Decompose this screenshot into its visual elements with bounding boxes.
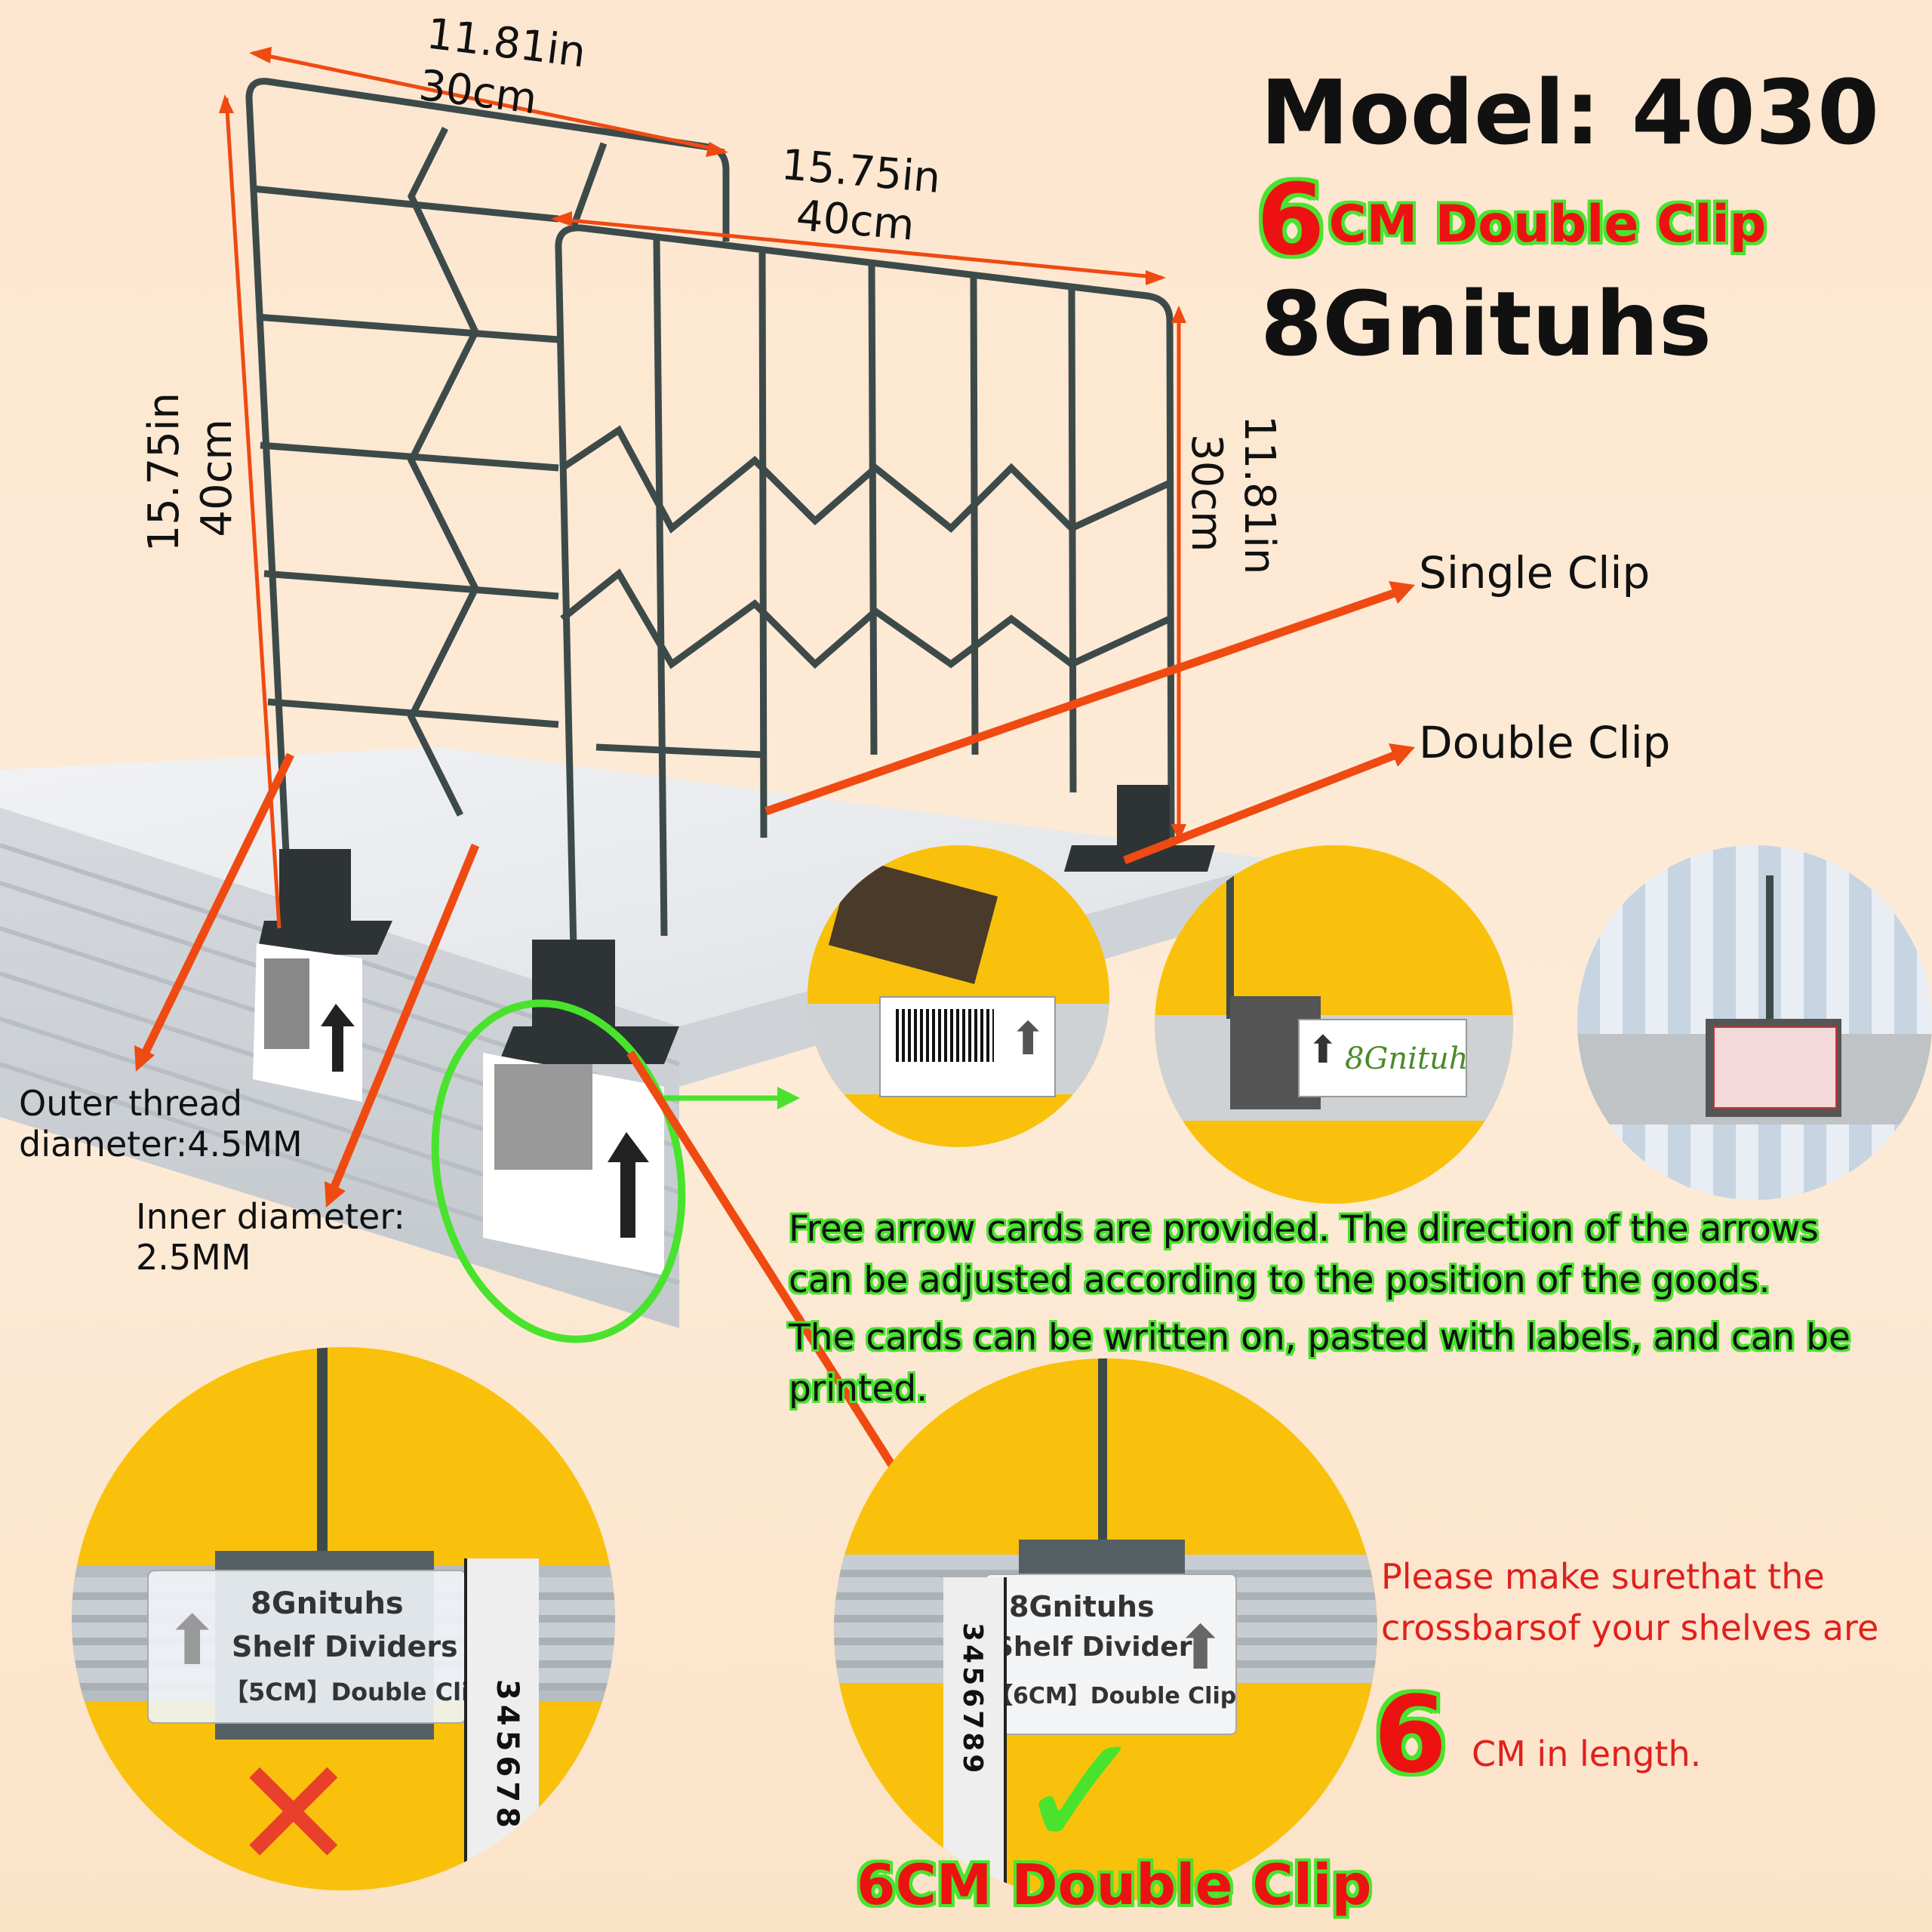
tape-measure: 3456789 <box>943 1577 1007 1902</box>
left-height-cm: 40cm <box>192 419 242 537</box>
left-height-in: 15.75in <box>140 392 189 552</box>
arrow-up-icon: ⬆ <box>1009 1013 1048 1066</box>
clip-text: CM Double Clip <box>1328 195 1767 254</box>
checkmark-icon: ✓ <box>1015 1700 1148 1884</box>
wrong-cross-icon: ✕ <box>230 1727 357 1890</box>
inner-diameter-note: Inner diameter: 2.5MM <box>136 1196 405 1278</box>
wrong-card: ⬆ 8Gnituhs Shelf Dividers 【5CM】Double Cl… <box>147 1570 487 1724</box>
length-warning: Please make surethat the crossbarsof you… <box>1381 1556 1879 1648</box>
arrow-cards <box>253 943 664 1275</box>
right-height-cm: 30cm <box>1182 434 1231 552</box>
single-clip-label: Single Clip <box>1419 547 1651 598</box>
arrow-up-icon: ⬆ <box>164 1601 221 1681</box>
outer-thread-note: Outer thread diameter:4.5MM <box>19 1083 303 1165</box>
photo-circle-barcode: ⬆ <box>808 845 1109 1147</box>
tape-measure: 345678 <box>464 1558 539 1890</box>
model-title: Model: 4030 <box>1260 60 1880 165</box>
photo-circle-handwriting: ⬆ 8Gnituh <box>1155 845 1513 1204</box>
arrow-up-icon: ⬆ <box>1175 1613 1226 1683</box>
front-width-cm: 40cm <box>794 191 917 251</box>
price-label-card <box>1713 1026 1837 1109</box>
handwritten-text: 8Gnituh <box>1345 1041 1469 1076</box>
double-clip-label: Double Clip <box>1419 717 1671 768</box>
back-grid <box>245 78 730 869</box>
brand-title: 8Gnituhs <box>1260 272 1712 376</box>
write-card: ⬆ 8Gnituh <box>1298 1019 1469 1097</box>
dimension-arrows <box>219 47 1186 929</box>
barcode-card: ⬆ <box>879 996 1056 1097</box>
highlight-ellipse <box>431 999 686 1343</box>
right-height-in: 11.81in <box>1235 415 1284 575</box>
correct-clip-circle: 8Gnituhs Shelf Dividers 【6CM】Double Clip… <box>834 1358 1377 1902</box>
warning-length: CM in length. <box>1472 1734 1702 1774</box>
footer-label: 6CM Double Clip <box>857 1853 1372 1918</box>
clip-heading: 6 CM Double Clip <box>1257 162 1766 277</box>
photo-circle-label <box>1577 845 1932 1200</box>
arrow-up-icon: ⬆ <box>1307 1028 1339 1072</box>
clip-number: 6 <box>1257 162 1325 277</box>
warning-big-number: 6 <box>1374 1674 1447 1797</box>
free-cards-text: Free arrow cards are provided. The direc… <box>789 1208 1850 1410</box>
correct-card: 8Gnituhs Shelf Dividers 【6CM】Double Clip… <box>985 1574 1237 1735</box>
wrong-clip-circle: ⬆ 8Gnituhs Shelf Dividers 【5CM】Double Cl… <box>72 1347 615 1890</box>
callout-arrows <box>134 581 1415 1503</box>
barcode-icon <box>896 1009 994 1062</box>
